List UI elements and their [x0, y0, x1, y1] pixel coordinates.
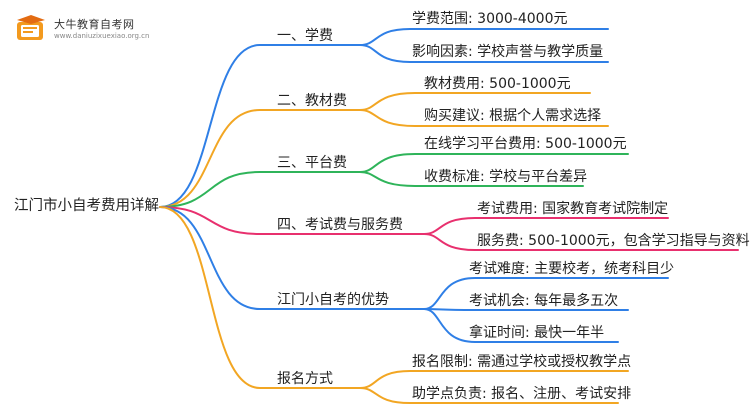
branch-adv-chances: 考试机会: 每年最多五次	[469, 293, 619, 309]
leaf-connector	[423, 217, 669, 235]
root-topic: 江门市小自考费用详解	[14, 198, 159, 214]
book-graduation-icon	[17, 15, 45, 40]
branch-exam-service: 四、考试费与服务费	[277, 217, 403, 233]
leaf-connector	[423, 277, 669, 310]
logo-subtitle: www.daniuzixuexiao.org.cn	[54, 32, 150, 40]
leaf-connector	[359, 370, 629, 389]
branch-platform-standard: 收费标准: 学校与平台差异	[424, 169, 588, 185]
branch-advantages: 江门小自考的优势	[277, 292, 389, 308]
branch-reg-limit: 报名限制: 需通过学校或授权教学点	[412, 354, 632, 370]
leaf-connector	[359, 387, 619, 404]
branch-adv-difficulty: 考试难度: 主要校考，统考科目少	[469, 261, 675, 277]
leaf-connector	[423, 233, 739, 251]
leaf-connector	[359, 109, 609, 127]
leaf-connector	[423, 308, 619, 343]
branch-connector	[159, 206, 361, 389]
branch-textbook-advice: 购买建议: 根据个人需求选择	[424, 108, 602, 124]
branch-connector	[159, 109, 361, 208]
leaf-connector	[359, 153, 629, 173]
branch-connector	[159, 206, 425, 310]
leaf-connector	[359, 171, 584, 187]
logo-title: 大牛教育自考网	[54, 18, 135, 31]
branch-exam-fee: 考试费用: 国家教育考试院制定	[477, 201, 669, 217]
branch-connector	[159, 44, 361, 208]
branch-service-fee: 服务费: 500-1000元，包含学习指导与资料	[477, 233, 750, 249]
branch-platform-cost: 在线学习平台费用: 500-1000元	[424, 136, 627, 152]
branch-textbook: 二、教材费	[277, 93, 347, 109]
leaf-connector	[359, 44, 609, 63]
site-logo: 大牛教育自考网 www.daniuzixuexiao.org.cn	[14, 12, 164, 46]
branch-registration: 报名方式	[277, 371, 333, 387]
branch-tuition: 一、学费	[277, 28, 333, 44]
branch-connector	[159, 206, 425, 235]
branch-tuition-factors: 影响因素: 学校声誉与教学质量	[412, 44, 604, 60]
leaf-connector	[359, 28, 609, 46]
branch-adv-certificate: 拿证时间: 最快一年半	[469, 325, 605, 341]
branch-platform: 三、平台费	[277, 155, 347, 171]
leaf-connector	[359, 92, 591, 111]
branch-textbook-cost: 教材费用: 500-1000元	[424, 76, 571, 92]
branch-tuition-range: 学费范围: 3000-4000元	[412, 11, 568, 27]
branch-connector	[159, 171, 361, 208]
branch-reg-office: 助学点负责: 报名、注册、考试安排	[412, 386, 632, 402]
